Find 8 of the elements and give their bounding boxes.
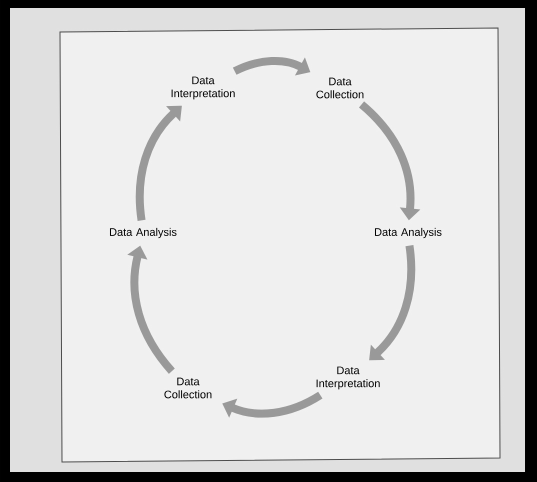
stage-label: Data Interpretation (172, 76, 235, 100)
stage-label: Data Collection (164, 378, 212, 398)
curved-arrow (136, 106, 182, 221)
stage-label: Data Analysis (374, 228, 442, 238)
stage-label: Data Collection (316, 78, 364, 98)
stage-label: Data Analysis (110, 228, 177, 238)
curved-arrow (369, 245, 416, 360)
stage-label: Data Interpretation (316, 366, 380, 390)
